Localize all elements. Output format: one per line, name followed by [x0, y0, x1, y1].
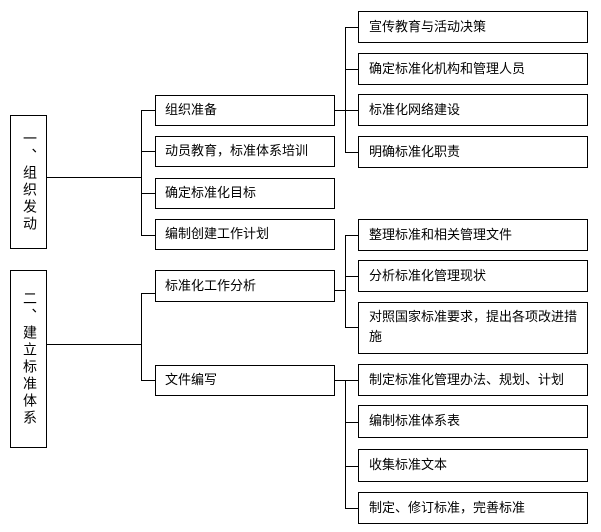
connector: [345, 380, 346, 509]
connector: [334, 380, 346, 381]
connector: [141, 293, 142, 381]
step-label: 动员教育，标准体系培训: [165, 144, 309, 159]
connector: [345, 152, 359, 153]
task-box: 制定标准化管理办法、规划、计划: [358, 364, 588, 396]
step-label: 文件编写: [165, 373, 218, 388]
task-label: 收集标准文本: [369, 458, 448, 473]
step-box-work-analysis: 标准化工作分析: [155, 270, 335, 302]
step-label: 组织准备: [165, 103, 218, 118]
step-box-set-targets: 确定标准化目标: [155, 178, 335, 209]
task-box: 整理标准和相关管理文件: [358, 219, 588, 251]
task-box: 对照国家标准要求，提出各项改进措施: [358, 302, 588, 354]
task-label: 宣传教育与活动决策: [369, 19, 487, 35]
connector: [345, 422, 359, 423]
connector: [334, 290, 346, 291]
connector: [46, 177, 142, 178]
connector: [345, 235, 346, 328]
connector: [141, 110, 155, 111]
task-label: 标准化网络建设: [369, 102, 461, 118]
section-box-build-standard-system: 二、建立标准体系: [10, 270, 47, 448]
connector: [141, 380, 155, 381]
step-box-organization-prep: 组织准备: [155, 95, 335, 126]
task-label: 确定标准化机构和管理人员: [369, 61, 526, 77]
connector: [345, 327, 359, 328]
connector: [141, 193, 155, 194]
step-box-mobilization-training: 动员教育，标准体系培训: [155, 136, 335, 167]
section-box-organize-mobilize: 一、组织发动: [10, 115, 47, 249]
connector: [345, 69, 359, 70]
connector: [345, 110, 359, 111]
step-label: 标准化工作分析: [165, 278, 257, 294]
connector: [141, 293, 155, 294]
task-box: 标准化网络建设: [358, 94, 588, 126]
connector: [141, 235, 155, 236]
task-box: 收集标准文本: [358, 449, 588, 482]
task-label: 明确标准化职责: [369, 144, 461, 160]
task-label: 制定标准化管理办法、规划、计划: [369, 372, 565, 388]
section-label: 二、建立标准体系: [21, 291, 37, 427]
step-box-work-plan: 编制创建工作计划: [155, 219, 335, 250]
task-box: 制定、修订标准，完善标准: [358, 492, 588, 524]
task-box: 明确标准化职责: [358, 136, 588, 168]
task-box: 分析标准化管理现状: [358, 260, 588, 292]
connector: [345, 276, 359, 277]
task-label: 分析标准化管理现状: [369, 268, 487, 284]
connector: [141, 151, 155, 152]
task-box: 宣传教育与活动决策: [358, 11, 588, 43]
section-label: 一、组织发动: [21, 131, 37, 233]
task-label: 对照国家标准要求，提出各项改进措施: [369, 310, 578, 345]
connector: [334, 110, 346, 111]
task-box: 确定标准化机构和管理人员: [358, 53, 588, 85]
connector: [345, 27, 359, 28]
task-label: 整理标准和相关管理文件: [369, 227, 513, 243]
connector: [46, 344, 142, 345]
connector: [141, 110, 142, 235]
task-label: 制定、修订标准，完善标准: [369, 500, 526, 516]
connector: [345, 27, 346, 152]
task-box: 编制标准体系表: [358, 405, 588, 438]
step-label: 确定标准化目标: [165, 186, 257, 201]
connector: [345, 466, 359, 467]
connector: [345, 508, 359, 509]
step-box-document-writing: 文件编写: [155, 365, 335, 396]
task-label: 编制标准体系表: [369, 414, 461, 429]
step-label: 编制创建工作计划: [165, 227, 270, 242]
connector: [345, 380, 359, 381]
connector: [345, 235, 359, 236]
